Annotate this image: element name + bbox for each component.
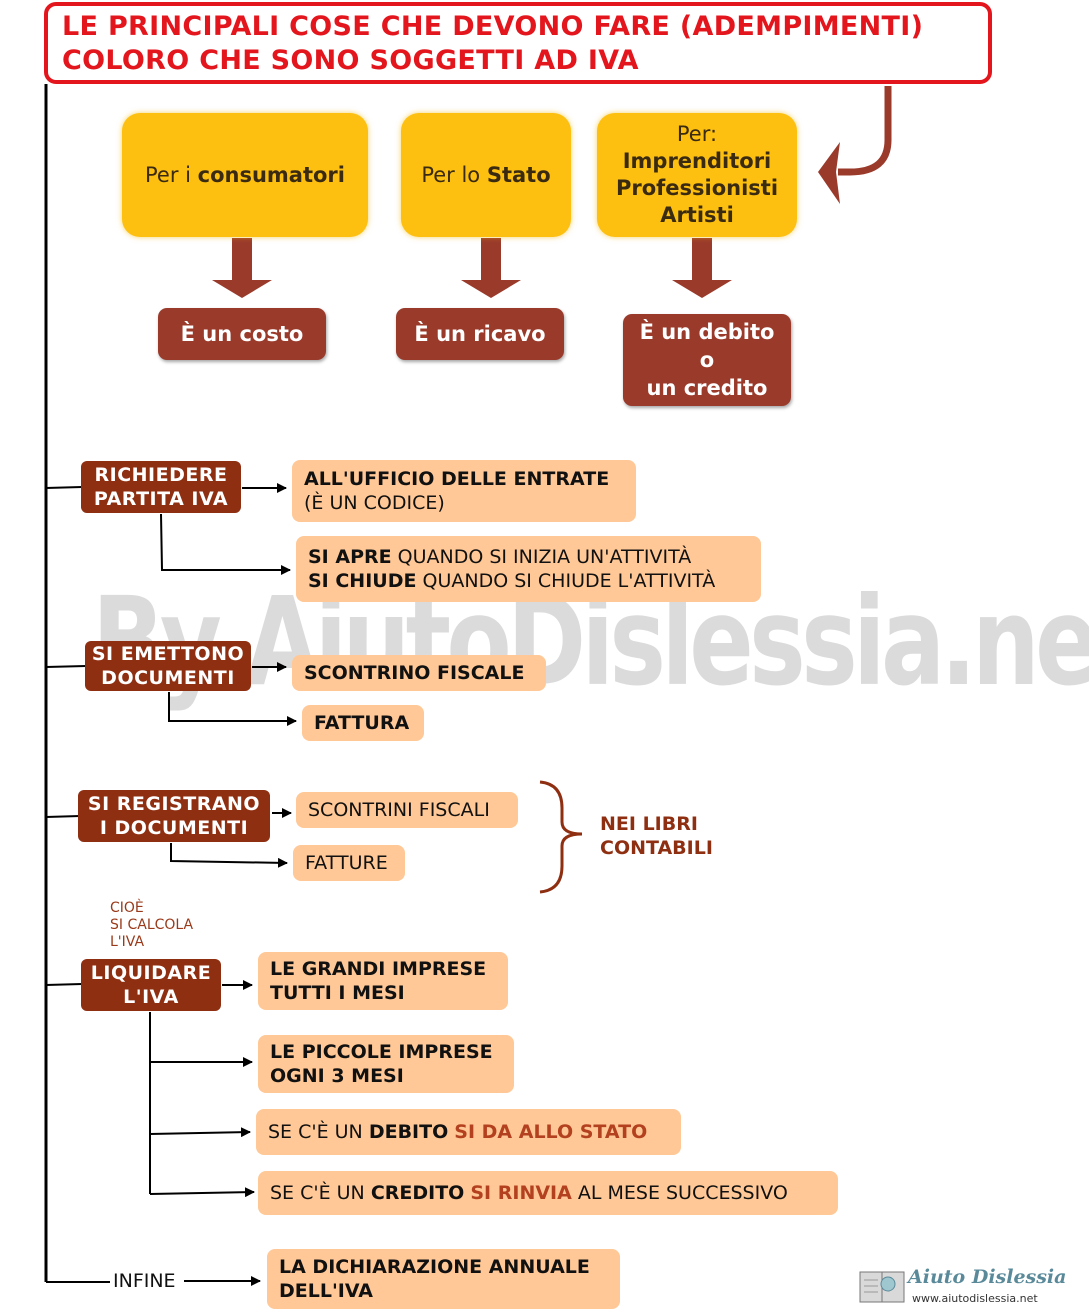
item-bold: DELL'IVA [279, 1280, 373, 1302]
item-bold: SI APRE [308, 546, 392, 568]
label-line: I DOCUMENTI [99, 817, 249, 839]
item-bold: LA DICHIARAZIONE ANNUALE [279, 1256, 590, 1278]
label-line: L'IVA [123, 986, 179, 1008]
item-grandi-imprese: LE GRANDI IMPRESE TUTTI I MESI [258, 952, 508, 1010]
item-scontrini-fiscali: SCONTRINI FISCALI [296, 792, 518, 828]
item-text: FATTURE [305, 852, 388, 874]
item-dichiarazione-annuale: LA DICHIARAZIONE ANNUALE DELL'IVA [267, 1249, 620, 1309]
item-bold: LE PICCOLE IMPRESE [270, 1041, 493, 1063]
box-bold: Professionisti [615, 176, 779, 200]
logo-url: www.aiutodislessia.net [912, 1292, 1038, 1305]
result-text: un credito [646, 376, 768, 400]
box-prefix: Per lo [421, 162, 487, 187]
label-infine: INFINE [110, 1270, 179, 1292]
label-line: NEI LIBRI [600, 813, 698, 835]
note-line: SI CALCOLA [110, 917, 194, 933]
item-scontrino-fiscale: SCONTRINO FISCALE [292, 655, 546, 691]
item-fattura: FATTURA [302, 705, 424, 741]
item-text: SCONTRINI FISCALI [308, 799, 490, 821]
box-prefix: Per: [676, 122, 718, 146]
item-text: AL MESE SUCCESSIVO [571, 1182, 788, 1204]
item-text: (È UN CODICE) [304, 492, 445, 514]
item-bold: OGNI 3 MESI [270, 1065, 404, 1087]
box-bold: Stato [486, 162, 551, 187]
item-bold: ALL'UFFICIO DELLE ENTRATE [304, 468, 610, 490]
item-ufficio-entrate: ALL'UFFICIO DELLE ENTRATE (È UN CODICE) [292, 460, 636, 522]
label-line: RICHIEDERE [94, 464, 228, 486]
note-line: CIOÈ [110, 900, 144, 916]
item-text: QUANDO SI INIZIA UN'ATTIVITÀ [391, 546, 692, 568]
logo-name: Aiuto Dislessia [908, 1266, 1067, 1288]
item-bold: TUTTI I MESI [270, 982, 405, 1004]
box-imprenditori: Per: Imprenditori Professionisti Artisti [597, 113, 797, 237]
item-red: SI RINVIA [470, 1182, 572, 1204]
result-debito-credito: È un debito o un credito [623, 314, 791, 406]
box-bold: consumatori [197, 162, 345, 187]
box-stato: Per lo Stato [401, 113, 571, 237]
box-bold: Artisti [660, 203, 734, 227]
item-piccole-imprese: LE PICCOLE IMPRESE OGNI 3 MESI [258, 1035, 514, 1093]
item-bold: DEBITO [368, 1121, 449, 1143]
book-icon [859, 1271, 905, 1303]
item-bold: LE GRANDI IMPRESE [270, 958, 487, 980]
result-text: o [699, 348, 715, 372]
item-text: SE C'È UN [268, 1121, 369, 1143]
result-costo: È un costo [158, 308, 326, 360]
item-credito-rinvia: SE C'È UN CREDITO SI RINVIA AL MESE SUCC… [258, 1171, 838, 1215]
item-red: SI DA ALLO STATO [454, 1121, 648, 1143]
label-line: PARTITA IVA [93, 488, 229, 510]
result-text: È un ricavo [414, 322, 546, 346]
item-bold: SCONTRINO FISCALE [304, 662, 525, 684]
box-prefix: Per i [144, 162, 198, 187]
label-line: SI EMETTONO [91, 643, 245, 665]
logo: Aiuto Dislessia www.aiutodislessia.net [858, 1264, 1066, 1308]
box-bold: Imprenditori [622, 149, 772, 173]
label-line: LIQUIDARE [90, 962, 212, 984]
note-line: L'IVA [110, 934, 145, 950]
result-ricavo: È un ricavo [396, 308, 564, 360]
box-consumatori: Per i consumatori [122, 113, 368, 237]
title-line-2: COLORO CHE SONO SOGGETTI AD IVA [62, 45, 639, 76]
label-line: SI REGISTRANO [87, 793, 261, 815]
result-text: È un debito [639, 320, 775, 344]
title-line-1: LE PRINCIPALI COSE CHE DEVONO FARE (ADEM… [62, 11, 924, 42]
item-debito-stato: SE C'È UN DEBITO SI DA ALLO STATO [256, 1109, 681, 1155]
page-title: LE PRINCIPALI COSE CHE DEVONO FARE (ADEM… [44, 2, 992, 84]
item-bold: FATTURA [314, 712, 410, 734]
note-si-calcola-iva: CIOÈ SI CALCOLA L'IVA [110, 900, 230, 952]
item-bold: CREDITO [370, 1182, 465, 1204]
item-apre-chiude: SI APRE QUANDO SI INIZIA UN'ATTIVITÀ SI … [296, 536, 761, 602]
item-text: QUANDO SI CHIUDE L'ATTIVITÀ [416, 570, 716, 592]
result-text: È un costo [180, 322, 304, 346]
item-fatture: FATTURE [293, 845, 405, 881]
label-nei-libri-contabili: NEI LIBRI CONTABILI [600, 812, 760, 862]
item-text: SE C'È UN [270, 1182, 371, 1204]
label-line: DOCUMENTI [101, 667, 235, 689]
label-line: CONTABILI [600, 837, 713, 859]
item-bold: SI CHIUDE [308, 570, 417, 592]
